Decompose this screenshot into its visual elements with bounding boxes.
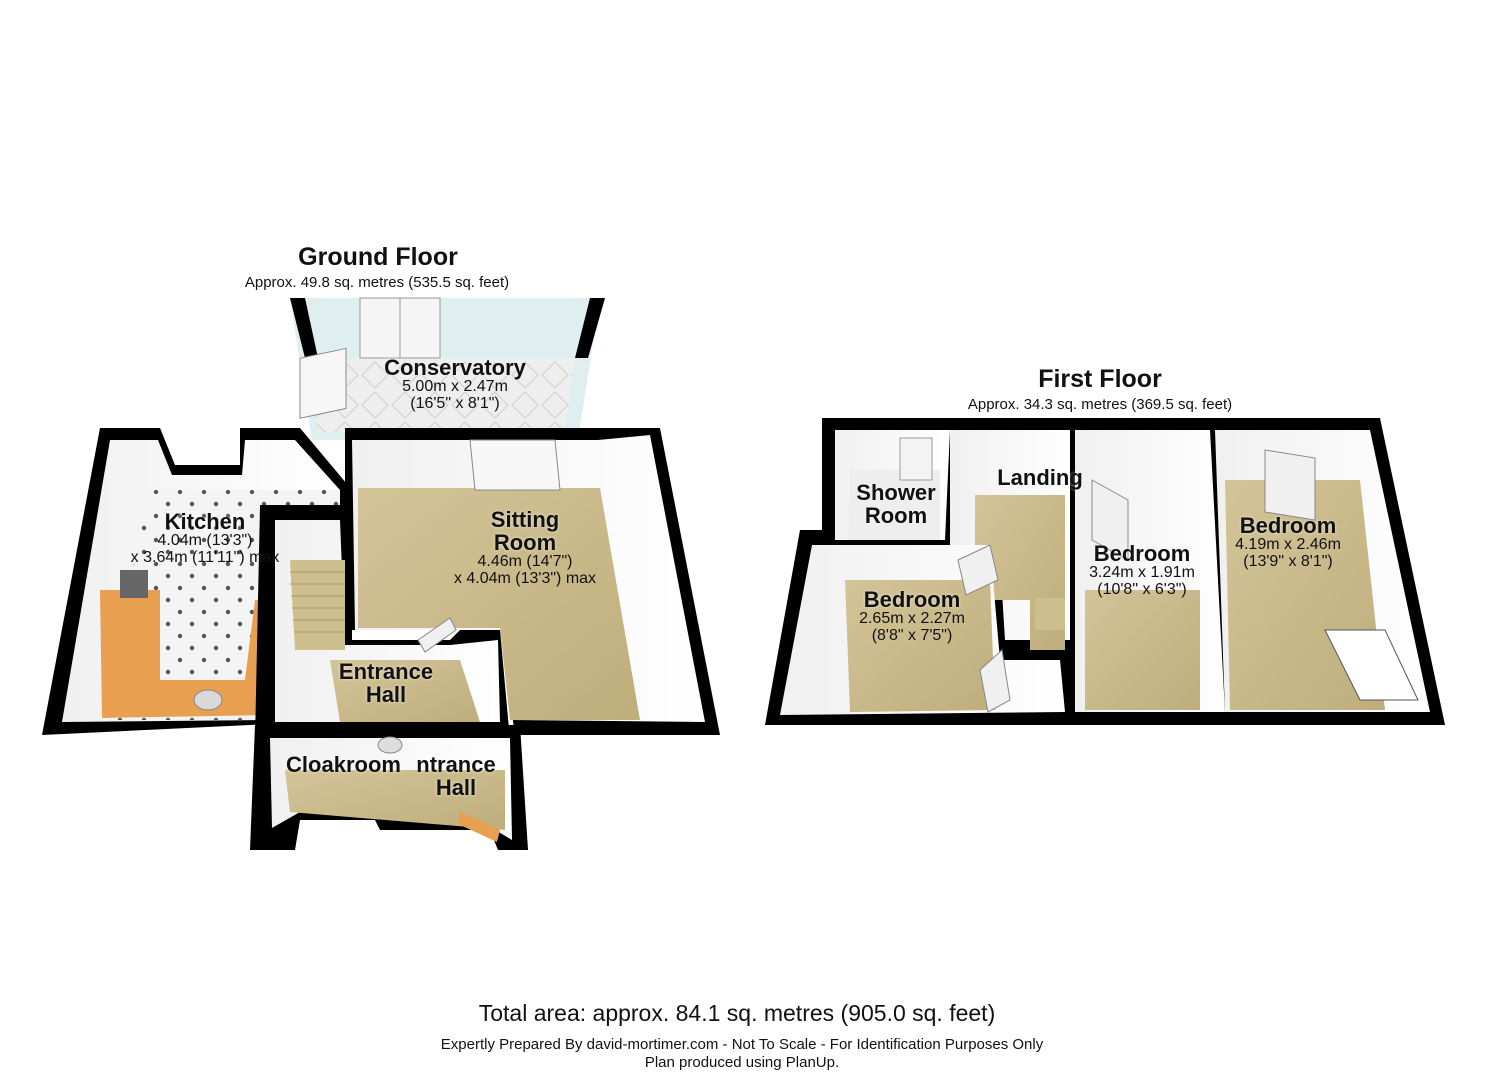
room-name: Bedroom [863, 587, 961, 612]
room-name: Bedroom [1093, 541, 1191, 566]
sitting-room-label: Sitting Room 4.46m (14'7") x 4.04m (13'3… [430, 508, 620, 588]
total-area: Total area: approx. 84.1 sq. metres (905… [478, 1000, 996, 1026]
first-floor-area: Approx. 34.3 sq. metres (369.5 sq. feet) [967, 396, 1233, 413]
room-dimensions: 3.24m x 1.91m [1089, 564, 1195, 582]
room-name: Bedroom [1239, 513, 1337, 538]
entrance-hall-room [255, 505, 510, 740]
bedroom-large-room [1215, 430, 1430, 712]
room-dimensions: 4.19m x 2.46m [1235, 536, 1341, 554]
cloakroom-room [250, 725, 528, 850]
bedroom-middle-room [1075, 430, 1225, 712]
room-dimensions: 4.04m (13'3") [157, 532, 253, 550]
room-dimensions: 2.65m x 2.27m [859, 610, 965, 628]
room-dimensions: 4.46m (14'7") [477, 553, 573, 571]
shower-room [835, 430, 950, 540]
entrance-hall-lower-label: ntrance Hall [404, 753, 508, 799]
room-dimensions: 5.00m x 2.47m [402, 378, 508, 396]
bedroom-middle-label: Bedroom 3.24m x 1.91m (10'8" x 6'3") [1062, 542, 1222, 599]
sitting-room [345, 428, 720, 735]
room-dimensions-imperial: (8'8" x 7'5") [871, 626, 953, 644]
kitchen-label: Kitchen 4.04m (13'3") x 3.64m (11'11") m… [105, 510, 305, 567]
room-name-visible: ntrance [416, 752, 496, 777]
bedroom-large-label: Bedroom 4.19m x 2.46m (13'9" x 8'1") [1208, 514, 1368, 571]
software-line: Plan produced using PlanUp. [644, 1054, 840, 1071]
room-dimensions-imperial: (16'5" x 8'1") [410, 394, 500, 412]
ground-floor-title: Ground Floor [298, 243, 458, 271]
room-dimensions-imperial: (13'9" x 8'1") [1243, 552, 1333, 570]
first-floor-plan [765, 418, 1445, 725]
landing-label: Landing [997, 465, 1083, 490]
room-name: Conservatory [384, 355, 526, 380]
bedroom-small-room [780, 544, 1065, 715]
ground-floor-area: Approx. 49.8 sq. metres (535.5 sq. feet) [244, 274, 510, 291]
room-name: Sitting Room [490, 507, 560, 556]
credit-line: Expertly Prepared By david-mortimer.com … [440, 1036, 1044, 1053]
shower-room-label: Shower Room [856, 480, 936, 529]
cloakroom-label: Cloakroom [286, 752, 401, 777]
landing-room [950, 430, 1070, 650]
first-floor-title: First Floor [1038, 365, 1162, 393]
entrance-hall-label: Entrance Hall [338, 659, 434, 708]
room-name-suffix: Hall [435, 775, 477, 801]
room-dimensions-imperial: (10'8" x 6'3") [1097, 580, 1187, 598]
ground-floor-plan [42, 297, 720, 850]
conservatory-label: Conservatory 5.00m x 2.47m (16'5" x 8'1"… [355, 356, 555, 413]
room-name: Kitchen [164, 509, 246, 534]
conservatory-room [290, 297, 605, 440]
room-dimensions-extra: x 4.04m (13'3") max [453, 569, 597, 587]
room-dimensions-extra: x 3.64m (11'11") max [130, 548, 280, 566]
bedroom-small-label: Bedroom 2.65m x 2.27m (8'8" x 7'5") [832, 588, 992, 645]
